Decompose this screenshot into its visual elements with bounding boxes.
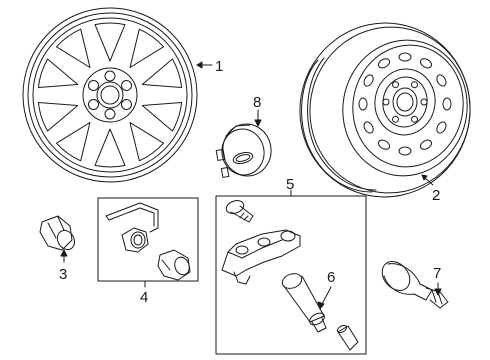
tpms-sensor-body [221,229,301,285]
callout-5: 5 [286,176,294,193]
lug-nut [39,215,76,251]
callout-2: 2 [432,187,440,204]
callout-8: 8 [253,94,261,111]
steel-wheel [299,22,471,198]
callout-labels: 1 2 3 4 5 6 7 8 [59,58,441,306]
callout-4: 4 [140,289,148,306]
callout-1: 1 [215,58,223,75]
leader-lines [60,61,442,310]
callout-3: 3 [59,266,67,283]
tpms-kit-box [215,195,367,355]
valve-stem [381,261,449,309]
valve-cap [336,324,359,351]
sensor-screw [225,200,254,223]
tpms-valve-stem [281,273,327,333]
lock-nut [157,249,191,281]
alloy-wheel [22,7,198,183]
center-cap [215,123,272,178]
callout-7: 7 [433,265,441,282]
lock-key-tool [105,202,159,253]
lock-kit-box [97,197,199,282]
callout-6: 6 [327,269,335,286]
